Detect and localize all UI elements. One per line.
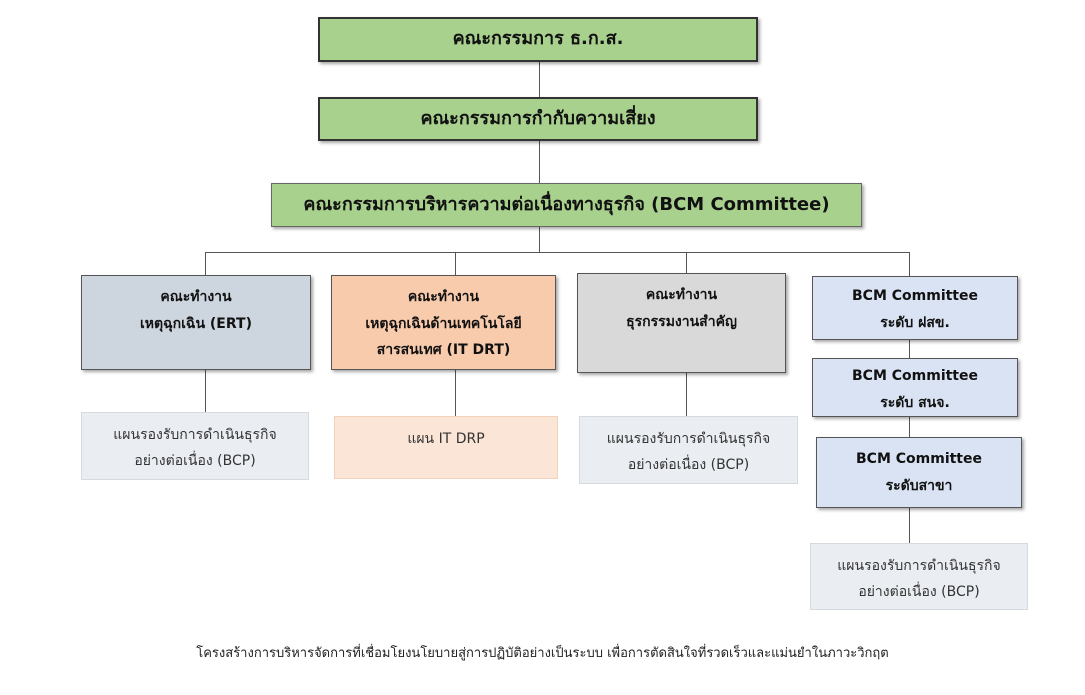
bcp-plan-ert: แผนรองรับการดำเนินธุรกิจ อย่างต่อเนื่อง … xyxy=(81,412,309,480)
key-line1: คณะทำงาน xyxy=(645,287,718,303)
plan-line2: อย่างต่อเนื่อง (BCP) xyxy=(134,452,256,469)
bcm-province-line2: ระดับ สนจ. xyxy=(880,394,950,411)
bcm-province-line1: BCM Committee xyxy=(852,368,978,384)
board-box: คณะกรรมการ ธ.ก.ส. xyxy=(318,17,758,62)
ert-line1: คณะทำงาน xyxy=(160,289,232,305)
bcp-plan-branch: แผนรองรับการดำเนินธุรกิจ อย่างต่อเนื่อง … xyxy=(810,543,1028,610)
bcm-branch-box: BCM Committee ระดับสาขา xyxy=(816,437,1022,508)
bcm-committee-box: คณะกรรมการบริหารความต่อเนื่องทางธุรกิจ (… xyxy=(271,183,862,227)
board-label: คณะกรรมการ ธ.ก.ส. xyxy=(452,28,624,50)
key-line2: ธุรกรรมงานสำคัญ xyxy=(626,313,737,330)
it-drp-plan: แผน IT DRP xyxy=(334,416,558,479)
bcm-region-line1: BCM Committee xyxy=(852,288,978,304)
risk-committee-box: คณะกรรมการกำกับความเสี่ยง xyxy=(318,97,758,141)
ert-team-box: คณะทำงาน เหตุฉุกเฉิน (ERT) xyxy=(81,275,311,370)
bcm-province-box: BCM Committee ระดับ สนจ. xyxy=(812,358,1018,417)
plan-line1: แผนรองรับการดำเนินธุรกิจ xyxy=(606,431,771,447)
bcm-region-line2: ระดับ ฝสข. xyxy=(880,314,950,331)
bcm-branch-line2: ระดับสาขา xyxy=(885,477,953,494)
key-business-team-box: คณะทำงาน ธุรกรรมงานสำคัญ xyxy=(577,273,786,373)
bcm-branch-line1: BCM Committee xyxy=(856,451,982,467)
plan-line1: แผนรองรับการดำเนินธุรกิจ xyxy=(837,558,1001,574)
itdrt-team-box: คณะทำงาน เหตุฉุกเฉินด้านเทคโนโลยี สารสนเ… xyxy=(331,275,556,370)
connector xyxy=(539,227,540,252)
bcm-committee-label: คณะกรรมการบริหารความต่อเนื่องทางธุรกิจ (… xyxy=(303,193,830,215)
itdrt-line1: คณะทำงาน xyxy=(407,289,480,305)
plan-line2: อย่างต่อเนื่อง (BCP) xyxy=(858,583,980,600)
plan-line1: แผน IT DRP xyxy=(407,431,485,447)
bcp-plan-key: แผนรองรับการดำเนินธุรกิจ อย่างต่อเนื่อง … xyxy=(579,416,798,484)
risk-committee-label: คณะกรรมการกำกับความเสี่ยง xyxy=(420,107,656,129)
caption: โครงสร้างการบริหารจัดการที่เชื่อมโยงนโยบ… xyxy=(196,646,889,661)
bcm-region-box: BCM Committee ระดับ ฝสข. xyxy=(812,276,1018,340)
ert-line2: เหตุฉุกเฉิน (ERT) xyxy=(140,315,252,332)
itdrt-line2: เหตุฉุกเฉินด้านเทคโนโลยี xyxy=(365,315,522,332)
itdrt-line3: สารสนเทศ (IT DRT) xyxy=(376,342,511,359)
plan-line1: แผนรองรับการดำเนินธุรกิจ xyxy=(113,427,277,443)
plan-line2: อย่างต่อเนื่อง (BCP) xyxy=(627,456,750,473)
connector xyxy=(205,252,910,253)
